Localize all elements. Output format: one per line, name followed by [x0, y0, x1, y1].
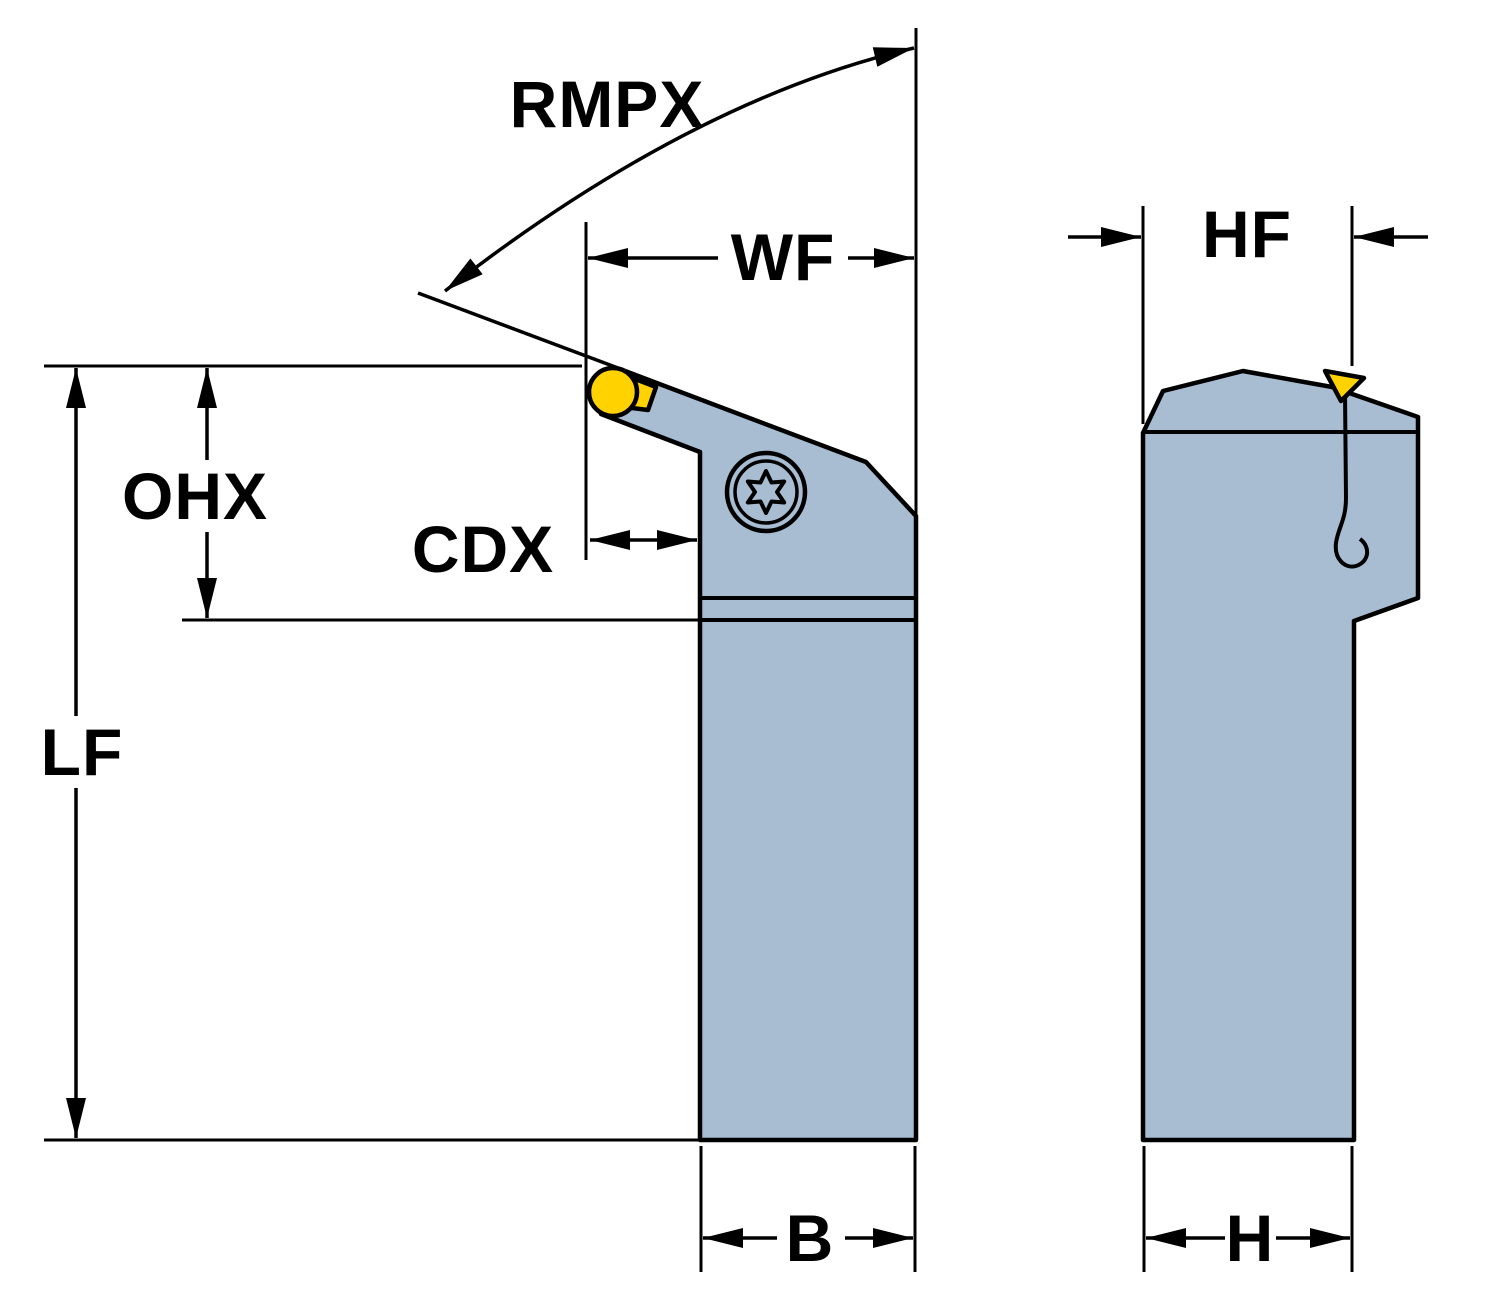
dim-h: H	[1146, 1201, 1350, 1275]
lf-label-background	[28, 716, 136, 788]
cdx-label: CDX	[412, 512, 554, 586]
round-insert-side	[586, 365, 640, 419]
dim-wf: WF	[588, 220, 914, 294]
lf-label: LF	[41, 715, 124, 789]
wf-label: WF	[731, 220, 836, 294]
dim-lf: LF	[28, 368, 136, 1138]
insert-tip-front	[1322, 368, 1367, 404]
b-label: B	[786, 1201, 835, 1275]
ohx-label: OHX	[122, 459, 268, 533]
screw-head-inner-circle	[733, 459, 799, 525]
side-view	[586, 365, 919, 1143]
screw-head-outer-circle	[724, 450, 808, 534]
insert-seat-slot	[1333, 392, 1369, 569]
rmpx-angle-arrow	[443, 46, 915, 293]
h-label: H	[1226, 1201, 1275, 1275]
tool-body-front	[1140, 368, 1421, 1143]
torx-screw	[724, 450, 808, 534]
ohx-label-background	[98, 460, 292, 532]
dim-rmpx: RMPX	[443, 46, 915, 293]
front-view	[1140, 368, 1421, 1143]
dim-ohx: OHX	[98, 368, 292, 618]
dim-hf: HF	[1068, 197, 1428, 271]
dim-b: B	[703, 1201, 913, 1275]
tool-body-side	[598, 368, 919, 1143]
dim-cdx: CDX	[412, 512, 697, 586]
rmpx-slope-extension-line	[417, 291, 627, 373]
extension-lines	[44, 28, 1354, 1272]
hf-label: HF	[1202, 197, 1292, 271]
rmpx-label: RMPX	[510, 67, 705, 141]
torx-star-icon	[745, 469, 787, 515]
